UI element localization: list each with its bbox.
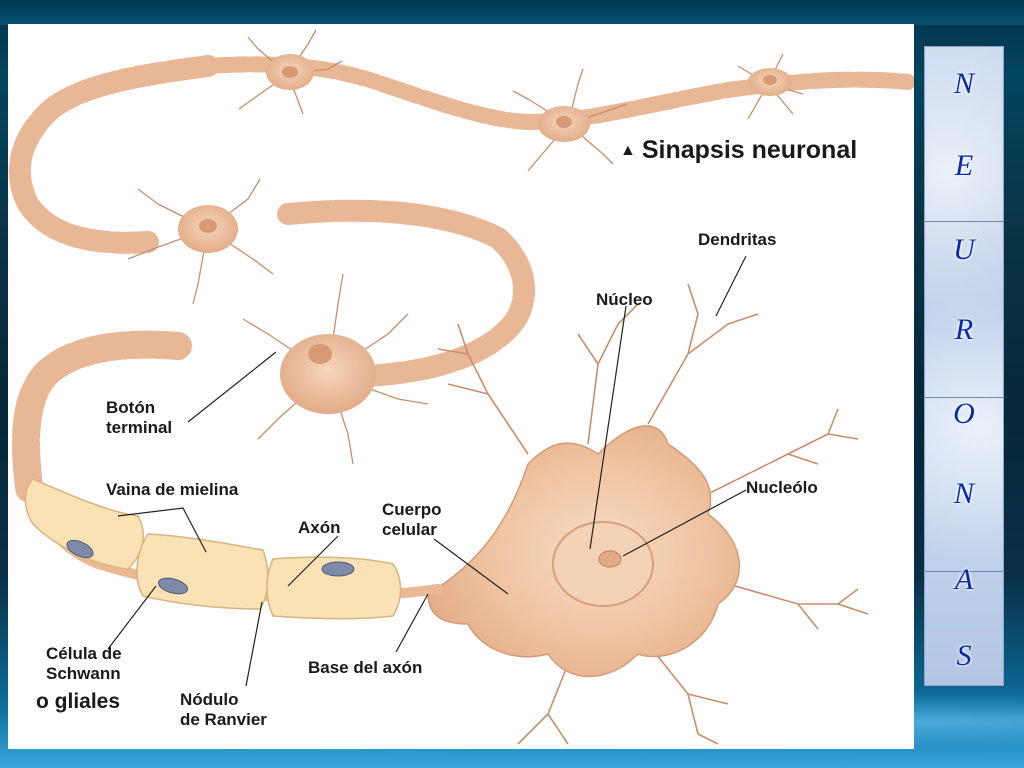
side-letter-8: S (956, 639, 972, 672)
side-letter-3: U (953, 233, 975, 266)
label-nucleo: Núcleo (596, 290, 653, 309)
diagram-title: ▲ Sinapsis neuronal (620, 136, 857, 165)
main-neuron-dendrites (437, 283, 869, 745)
label-nodulo-ranvier: Nódulo de Ranvier (180, 690, 267, 729)
triangle-marker-icon: ▲ (620, 142, 636, 159)
diagram-panel: ▲ Sinapsis neuronal Dendritas Núcleo Botó… (8, 24, 914, 749)
label-nucleolo: Nucleólo (746, 478, 818, 497)
side-divider (925, 571, 1003, 572)
label-o-gliales: o gliales (36, 690, 121, 713)
side-divider (925, 221, 1003, 222)
side-divider (925, 397, 1003, 398)
side-letter-6: N (953, 477, 974, 510)
label-base-axon: Base del axón (308, 658, 423, 677)
side-letter-7: A (954, 563, 974, 596)
leader-lines (107, 255, 747, 687)
side-letter-2: E (954, 149, 974, 182)
small-somas (178, 54, 792, 414)
schwann-nuclei (66, 539, 355, 595)
side-letter-5: O (953, 397, 975, 430)
label-celula-schwann: Célula de Schwann (46, 644, 122, 683)
top-background-band (0, 0, 1024, 25)
neuron-diagram (8, 29, 914, 745)
label-cuerpo-celular: Cuerpo celular (382, 500, 442, 539)
nucleolus-shape (598, 550, 622, 568)
label-dendritas: Dendritas (698, 230, 777, 249)
side-title-strip: N E U R O N A S (924, 46, 1004, 686)
diagram-title-text: Sinapsis neuronal (641, 136, 858, 164)
label-axon: Axón (298, 518, 341, 537)
side-letter-1: N (953, 67, 974, 100)
label-vaina-mielina: Vaina de mielina (106, 480, 239, 499)
myelinated-axon-chain (8, 55, 914, 508)
side-letter-4: R (954, 313, 974, 346)
label-boton-terminal: Botón terminal (106, 398, 173, 437)
